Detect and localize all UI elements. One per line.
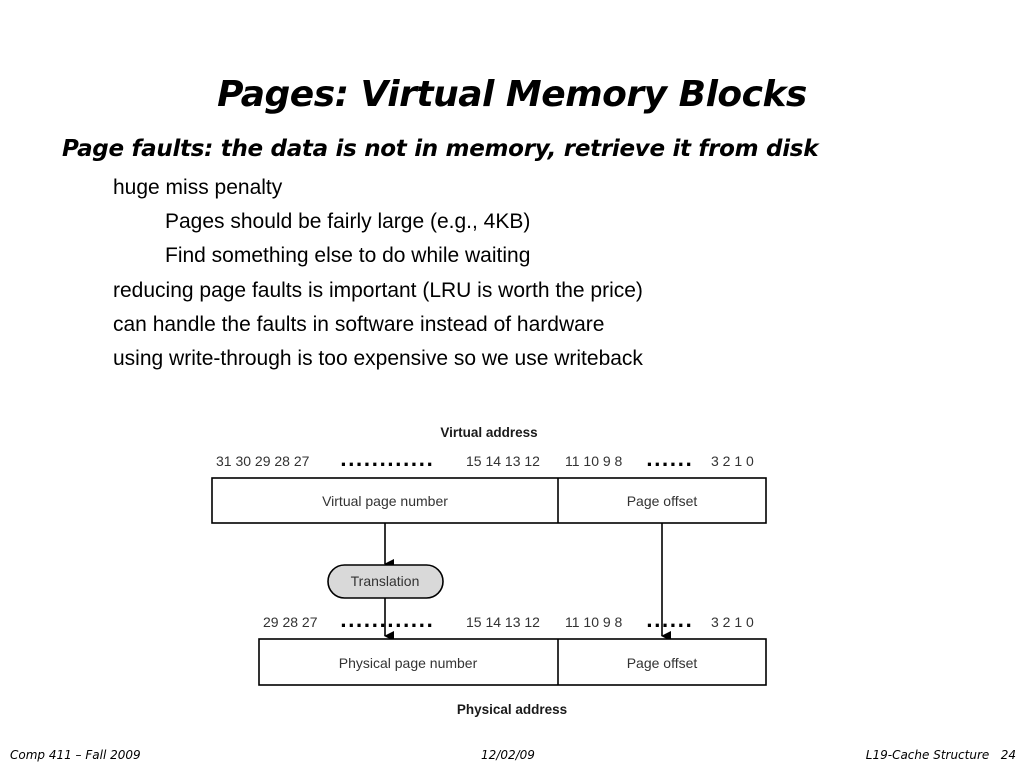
physical-page-number: Physical page number xyxy=(339,655,478,671)
bullet-writeback: using write-through is too expensive so … xyxy=(113,347,643,370)
bullet-huge-miss-penalty: huge miss penalty xyxy=(113,176,283,199)
physical-bits-low-a: 11 10 9 8 xyxy=(565,614,623,630)
virtual-page-number: Virtual page number xyxy=(322,493,448,509)
translation-box xyxy=(327,564,444,599)
physical-address-box xyxy=(258,638,767,686)
virtual-address-label: Virtual address xyxy=(440,425,537,440)
slide-title: Pages: Virtual Memory Blocks xyxy=(217,74,807,115)
footer-lecture-page: L19-Cache Structure 24 xyxy=(865,748,1016,762)
physical-address-label: Physical address xyxy=(457,702,567,717)
sub-bullet-do-something-else: Find something else to do while waiting xyxy=(165,244,531,267)
physical-bits-low-b: 3 2 1 0 xyxy=(711,614,754,630)
physical-bits-mid: 15 14 13 12 xyxy=(466,614,540,630)
footer-date: 12/02/09 xyxy=(481,748,535,762)
physical-bits-high: 29 28 27 xyxy=(263,614,318,630)
virtual-page-offset: Page offset xyxy=(627,493,698,509)
sub-bullet-page-size: Pages should be fairly large (e.g., 4KB) xyxy=(165,210,531,233)
bullet-software-handling: can handle the faults in software instea… xyxy=(113,313,605,336)
virtual-bits-low-a: 11 10 9 8 xyxy=(565,453,623,469)
bullet-reducing-page-faults: reducing page faults is important (LRU i… xyxy=(113,279,643,302)
virtual-address-box xyxy=(211,477,767,524)
slide-subtitle: Page faults: the data is not in memory, … xyxy=(62,136,819,162)
virtual-bits-mid: 15 14 13 12 xyxy=(466,453,540,469)
physical-dots-long: ............ xyxy=(340,611,434,632)
virtual-bits-low-b: 3 2 1 0 xyxy=(711,453,754,469)
physical-page-offset: Page offset xyxy=(627,655,698,671)
translation-label: Translation xyxy=(351,573,420,589)
footer-course: Comp 411 – Fall 2009 xyxy=(10,748,141,762)
virtual-dots-long: ............ xyxy=(340,450,434,471)
virtual-bits-high: 31 30 29 28 27 xyxy=(216,453,310,469)
virtual-dots-short: ...... xyxy=(646,450,693,471)
physical-dots-short: ...... xyxy=(646,611,693,632)
